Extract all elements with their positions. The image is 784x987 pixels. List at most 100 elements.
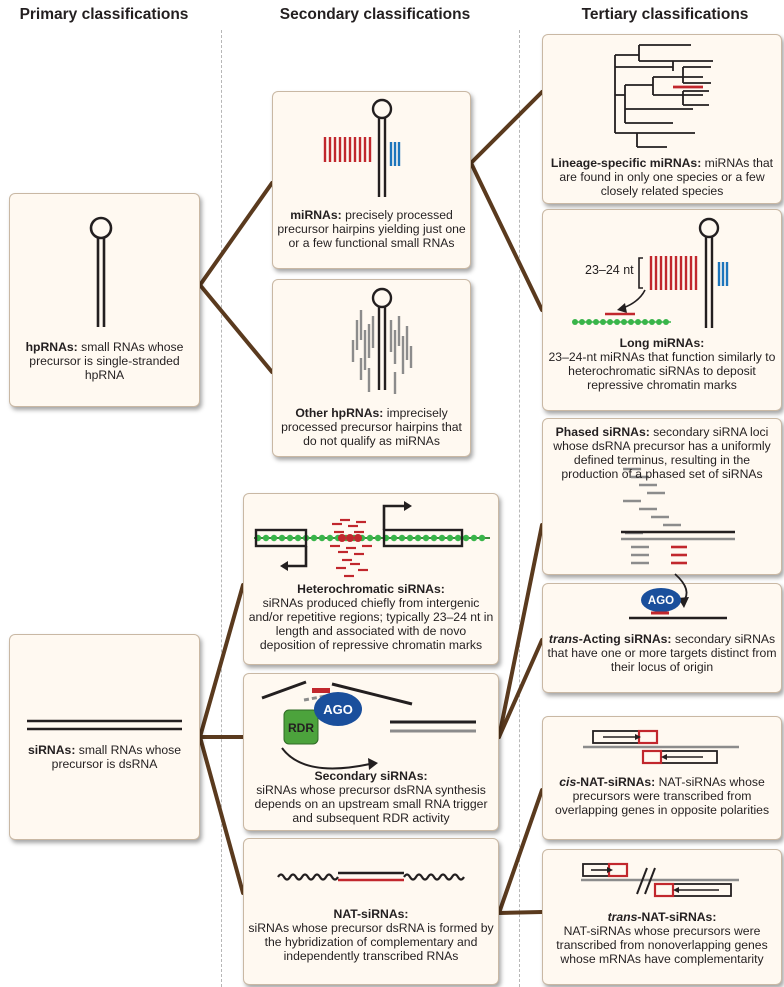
nucleosome-bead (278, 534, 286, 542)
nucleosome-bead (294, 534, 302, 542)
trans-acting-desc: secondary siRNAs that have one or more t… (547, 632, 777, 674)
trans-nat-box: trans-NAT-siRNAs:NAT-siRNAs whose precur… (542, 849, 782, 985)
long-bead (614, 319, 620, 325)
long-mirna-term: Long miRNAs: (619, 336, 705, 350)
phylogenetic-tree-icon (614, 44, 713, 148)
connector-sirna-nat (198, 735, 245, 895)
long-bead (586, 319, 592, 325)
nucleosome-bead (454, 534, 462, 542)
sirna-desc: small RNAs whose precursor is dsRNA (51, 743, 182, 771)
ago-label: AGO (323, 702, 353, 717)
secondary-sirna-icon: RDR AGO (261, 680, 476, 770)
hairpin-icon (89, 216, 113, 327)
trans-nat-term-rest: -NAT-siRNAs: (637, 910, 717, 924)
nucleosome-bead (478, 534, 486, 542)
long-mirna-icon: 23–24 nt (572, 217, 729, 328)
column-divider-1 (221, 30, 222, 987)
trans-nat-icon (581, 862, 739, 898)
primary-header: Primary classifications (19, 6, 189, 23)
phased-term: Phased siRNAs: (555, 425, 650, 439)
long-bead (642, 319, 648, 325)
other-hprna-term: Other hpRNAs: (295, 406, 384, 420)
nucleosome-bead (310, 534, 318, 542)
long-bead (628, 319, 634, 325)
heterochromatic-icon (254, 501, 490, 578)
nucleosome-bead (414, 534, 422, 542)
trans-acting-ago-label: AGO (648, 595, 674, 607)
mirna-hairpin-icon (323, 98, 401, 197)
nucleosome-bead (422, 534, 430, 542)
trans-acting-caption: trans-Acting siRNAs: secondary siRNAs th… (547, 632, 777, 674)
trans-acting-term-rest: -Acting siRNAs: (578, 632, 672, 646)
cis-nat-icon (583, 729, 739, 765)
phased-sirna-icon (621, 467, 735, 565)
secondary-header: Secondary classifications (279, 6, 471, 23)
heterochromatic-term: Heterochromatic siRNAs: (297, 582, 445, 596)
hprna-term: hpRNAs: (25, 340, 78, 354)
long-bead (663, 319, 669, 325)
long-bead (649, 319, 655, 325)
long-mirna-caption: Long miRNAs:23–24-nt miRNAs that functio… (547, 336, 777, 392)
nucleosome-bead (262, 534, 270, 542)
secondary-sirna-term: Secondary siRNAs: (314, 769, 428, 783)
nucleosome-bead (446, 534, 454, 542)
trans-acting-term-italic: trans (548, 632, 579, 646)
heterochromatic-desc: siRNAs produced chiefly from intergenic … (248, 596, 494, 652)
heterochromatic-caption: Heterochromatic siRNAs:siRNAs produced c… (248, 582, 494, 652)
mirna-box: miRNAs: precisely processed precursor ha… (272, 91, 471, 269)
connector-nat-transnat (497, 910, 544, 915)
nat-sirna-term: NAT-siRNAs: (333, 907, 409, 921)
sirna-term: siRNAs: (27, 743, 76, 757)
rdr-label: RDR (288, 721, 314, 735)
nucleosome-bead (374, 534, 382, 542)
long-bead (656, 319, 662, 325)
cis-nat-term: cis-NAT-siRNAs: (559, 775, 655, 789)
nucleosome-bead (286, 534, 294, 542)
tertiary-header: Tertiary classifications (581, 6, 749, 23)
nucleosome-bead (326, 534, 334, 542)
trans-nat-term: trans-NAT-siRNAs: (608, 910, 717, 924)
cis-nat-term-rest: -NAT-siRNAs: (576, 775, 656, 789)
trans-acting-term: trans-Acting siRNAs: (549, 632, 672, 646)
nucleosome-bead (398, 534, 406, 542)
hprna-box: hpRNAs: small RNAs whose precursor is si… (9, 193, 200, 407)
cis-nat-term-italic: cis (559, 775, 577, 789)
connector-hprna-mirna (198, 181, 274, 287)
hprna-caption: hpRNAs: small RNAs whose precursor is si… (14, 340, 195, 382)
nucleosome-bead (406, 534, 414, 542)
heterochromatic-box: Heterochromatic siRNAs:siRNAs produced c… (243, 493, 499, 665)
nucleosome-bead (438, 534, 446, 542)
long-bead (593, 319, 599, 325)
nt-length-label: 23–24 nt (585, 263, 634, 277)
long-bead (579, 319, 585, 325)
phased-box: Phased siRNAs: secondary siRNA loci whos… (542, 418, 782, 575)
connector-mirna-lineage (469, 90, 544, 165)
secondary-sirna-desc: siRNAs whose precursor dsRNA synthesis d… (254, 783, 488, 825)
nucleosome-bead (366, 534, 374, 542)
cis-nat-desc: NAT-siRNAs whose precursors were transcr… (554, 775, 770, 817)
other-hprna-desc: imprecisely processed precursor hairpins… (281, 406, 462, 448)
sirna-caption: siRNAs: small RNAs whose precursor is ds… (14, 743, 195, 771)
nucleosome-bead (318, 534, 326, 542)
lineage-caption: Lineage-specific miRNAs: miRNAs that are… (547, 156, 777, 198)
long-mirna-box: 23–24 nt Long miRNAs:23–24-nt miRNAs tha… (542, 209, 782, 411)
sirna-box: siRNAs: small RNAs whose precursor is ds… (9, 634, 200, 840)
nucleosome-bead (430, 534, 438, 542)
connector-sirna-hetero (198, 583, 245, 739)
mirna-caption: miRNAs: precisely processed precursor ha… (277, 208, 466, 250)
long-mirna-desc: 23–24-nt miRNAs that function similarly … (548, 350, 776, 392)
connector-hprna-otherhp (198, 283, 274, 374)
phased-desc: secondary siRNA loci whose dsRNA precurs… (553, 425, 771, 481)
phased-caption: Phased siRNAs: secondary siRNA loci whos… (547, 425, 777, 481)
nucleosome-bead (470, 534, 478, 542)
imprecise-hairpin-icon (351, 287, 413, 394)
lineage-desc: miRNAs that are found in only one specie… (559, 156, 774, 198)
long-bead (600, 319, 606, 325)
long-bead (635, 319, 641, 325)
trans-acting-icon: AGO (629, 573, 727, 620)
lineage-box: Lineage-specific miRNAs: miRNAs that are… (542, 34, 782, 204)
cis-nat-box: cis-NAT-siRNAs: NAT-siRNAs whose precurs… (542, 716, 782, 840)
long-bead (572, 319, 578, 325)
connector-secondary-trans (497, 638, 544, 739)
